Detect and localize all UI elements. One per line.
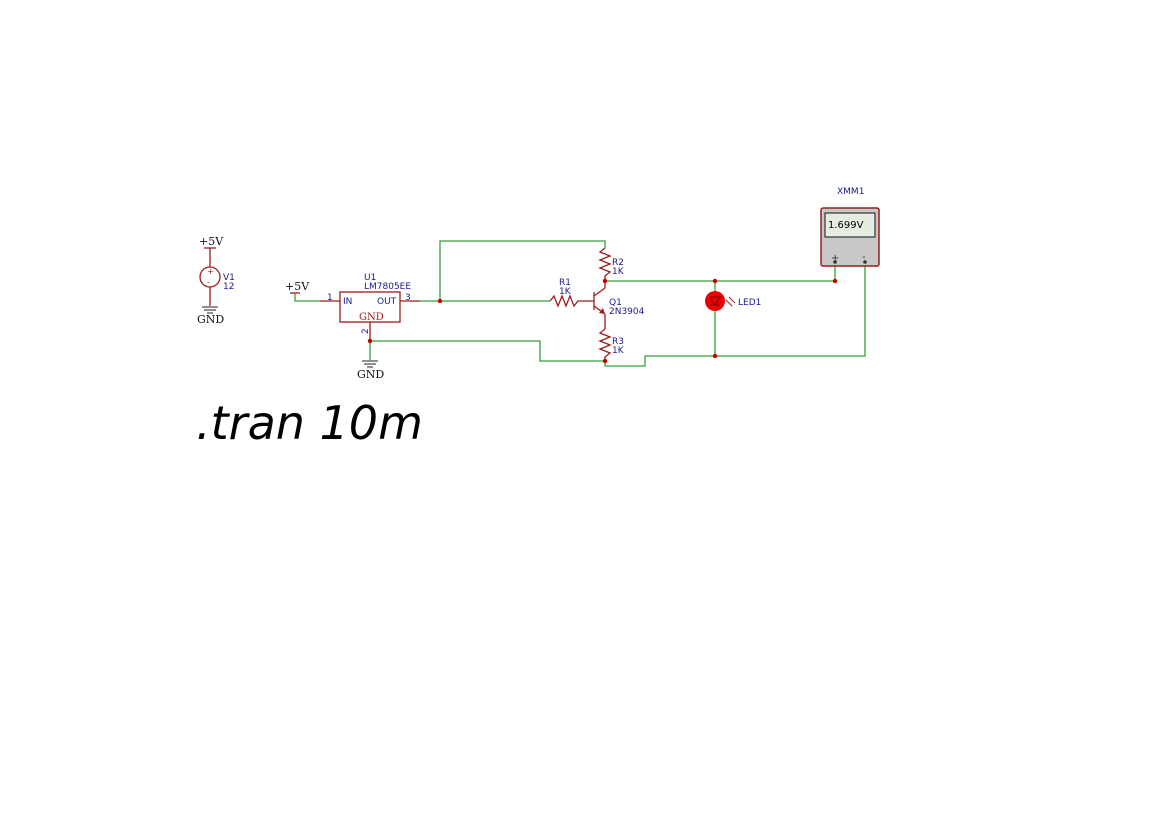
q1-name-label: Q1 <box>609 298 622 308</box>
u1-pin-out-number: 3 <box>405 293 411 303</box>
u1-ground-icon <box>362 360 378 368</box>
junction-dot <box>367 338 373 344</box>
v1-value-label: 12 <box>223 282 234 292</box>
u1-pin-gnd-number: 2 <box>361 328 371 334</box>
meter-reading: 1.699V <box>828 220 864 231</box>
r2-value-label: 1K <box>612 267 625 277</box>
spice-directive[interactable]: .tran 10m <box>196 396 423 450</box>
u1-pin-in-label: IN <box>343 297 352 307</box>
u1-part-label: LM7805EE <box>364 282 411 292</box>
wire-r3-to-meter-minus <box>604 265 866 367</box>
meter-name-label: XMM1 <box>837 187 864 197</box>
led-name-label: LED1 <box>738 298 761 308</box>
transistor-q1[interactable]: Q1 2N3904 <box>593 281 645 325</box>
wire-gnd-to-r3 <box>370 340 605 362</box>
multimeter-xmm1[interactable]: XMM1 1.699V + - <box>820 187 880 267</box>
r3-value-label: 1K <box>612 346 625 356</box>
q1-part-label: 2N3904 <box>609 307 645 317</box>
u1-name-label: U1 <box>364 273 376 283</box>
resistor-r1[interactable]: R1 1K <box>549 278 594 308</box>
v1-plus-sign: + <box>207 267 214 276</box>
wire-out-to-r2 <box>439 240 606 301</box>
v1-gnd-label: GND <box>197 313 224 326</box>
r1-name-label: R1 <box>559 278 571 288</box>
led-diode-icon <box>709 296 721 306</box>
v1-ground-icon <box>202 306 218 314</box>
u1-ground: GND <box>357 341 384 381</box>
resistor-r2[interactable]: R2 1K <box>598 247 625 281</box>
r1-value-label: 1K <box>559 287 572 297</box>
u1-gnd-label: GND <box>357 368 384 381</box>
r1-zigzag <box>549 294 594 308</box>
v1-minus-sign: - <box>207 278 210 287</box>
u1-pin-in-number: 1 <box>327 293 333 303</box>
junction-dot <box>712 278 718 284</box>
resistor-r3[interactable]: R3 1K <box>598 325 625 361</box>
r2-name-label: R2 <box>612 258 624 268</box>
wire-rail-to-u1-in <box>294 293 320 302</box>
r3-zigzag <box>598 325 612 361</box>
led-light-arrow-icon-2 <box>728 296 736 304</box>
input-rail-5v[interactable]: +5V <box>285 280 320 302</box>
u1-pin-out-label: OUT <box>377 297 397 307</box>
led-light-arrow-icon <box>725 299 733 307</box>
regulator-u1[interactable]: U1 LM7805EE 1 IN 3 OUT GND 2 <box>320 273 420 341</box>
u1-pin-gnd-label: GND <box>359 312 384 323</box>
q1-emitter-arrow-icon <box>599 308 605 314</box>
meter-minus-label: - <box>862 252 866 263</box>
v1-rail-label: +5V <box>199 235 224 248</box>
q1-collector-leg <box>593 287 606 297</box>
led-body <box>705 291 725 311</box>
r3-name-label: R3 <box>612 337 624 347</box>
led-led1[interactable]: LED1 <box>705 291 761 311</box>
meter-plus-label: + <box>831 253 839 264</box>
meter-display <box>824 212 876 238</box>
meter-minus-terminal[interactable] <box>863 260 867 264</box>
r2-zigzag <box>598 247 612 281</box>
junction-dot <box>712 353 718 359</box>
voltage-source-v1[interactable]: +5V + - V1 12 GND <box>197 235 235 326</box>
v1-name-label: V1 <box>223 273 235 283</box>
junction-dot <box>602 358 608 364</box>
in-rail-label: +5V <box>285 280 310 293</box>
junction-dot <box>437 298 443 304</box>
junction-dot <box>832 278 838 284</box>
meter-plus-terminal[interactable] <box>833 260 837 264</box>
junction-dot <box>602 278 608 284</box>
